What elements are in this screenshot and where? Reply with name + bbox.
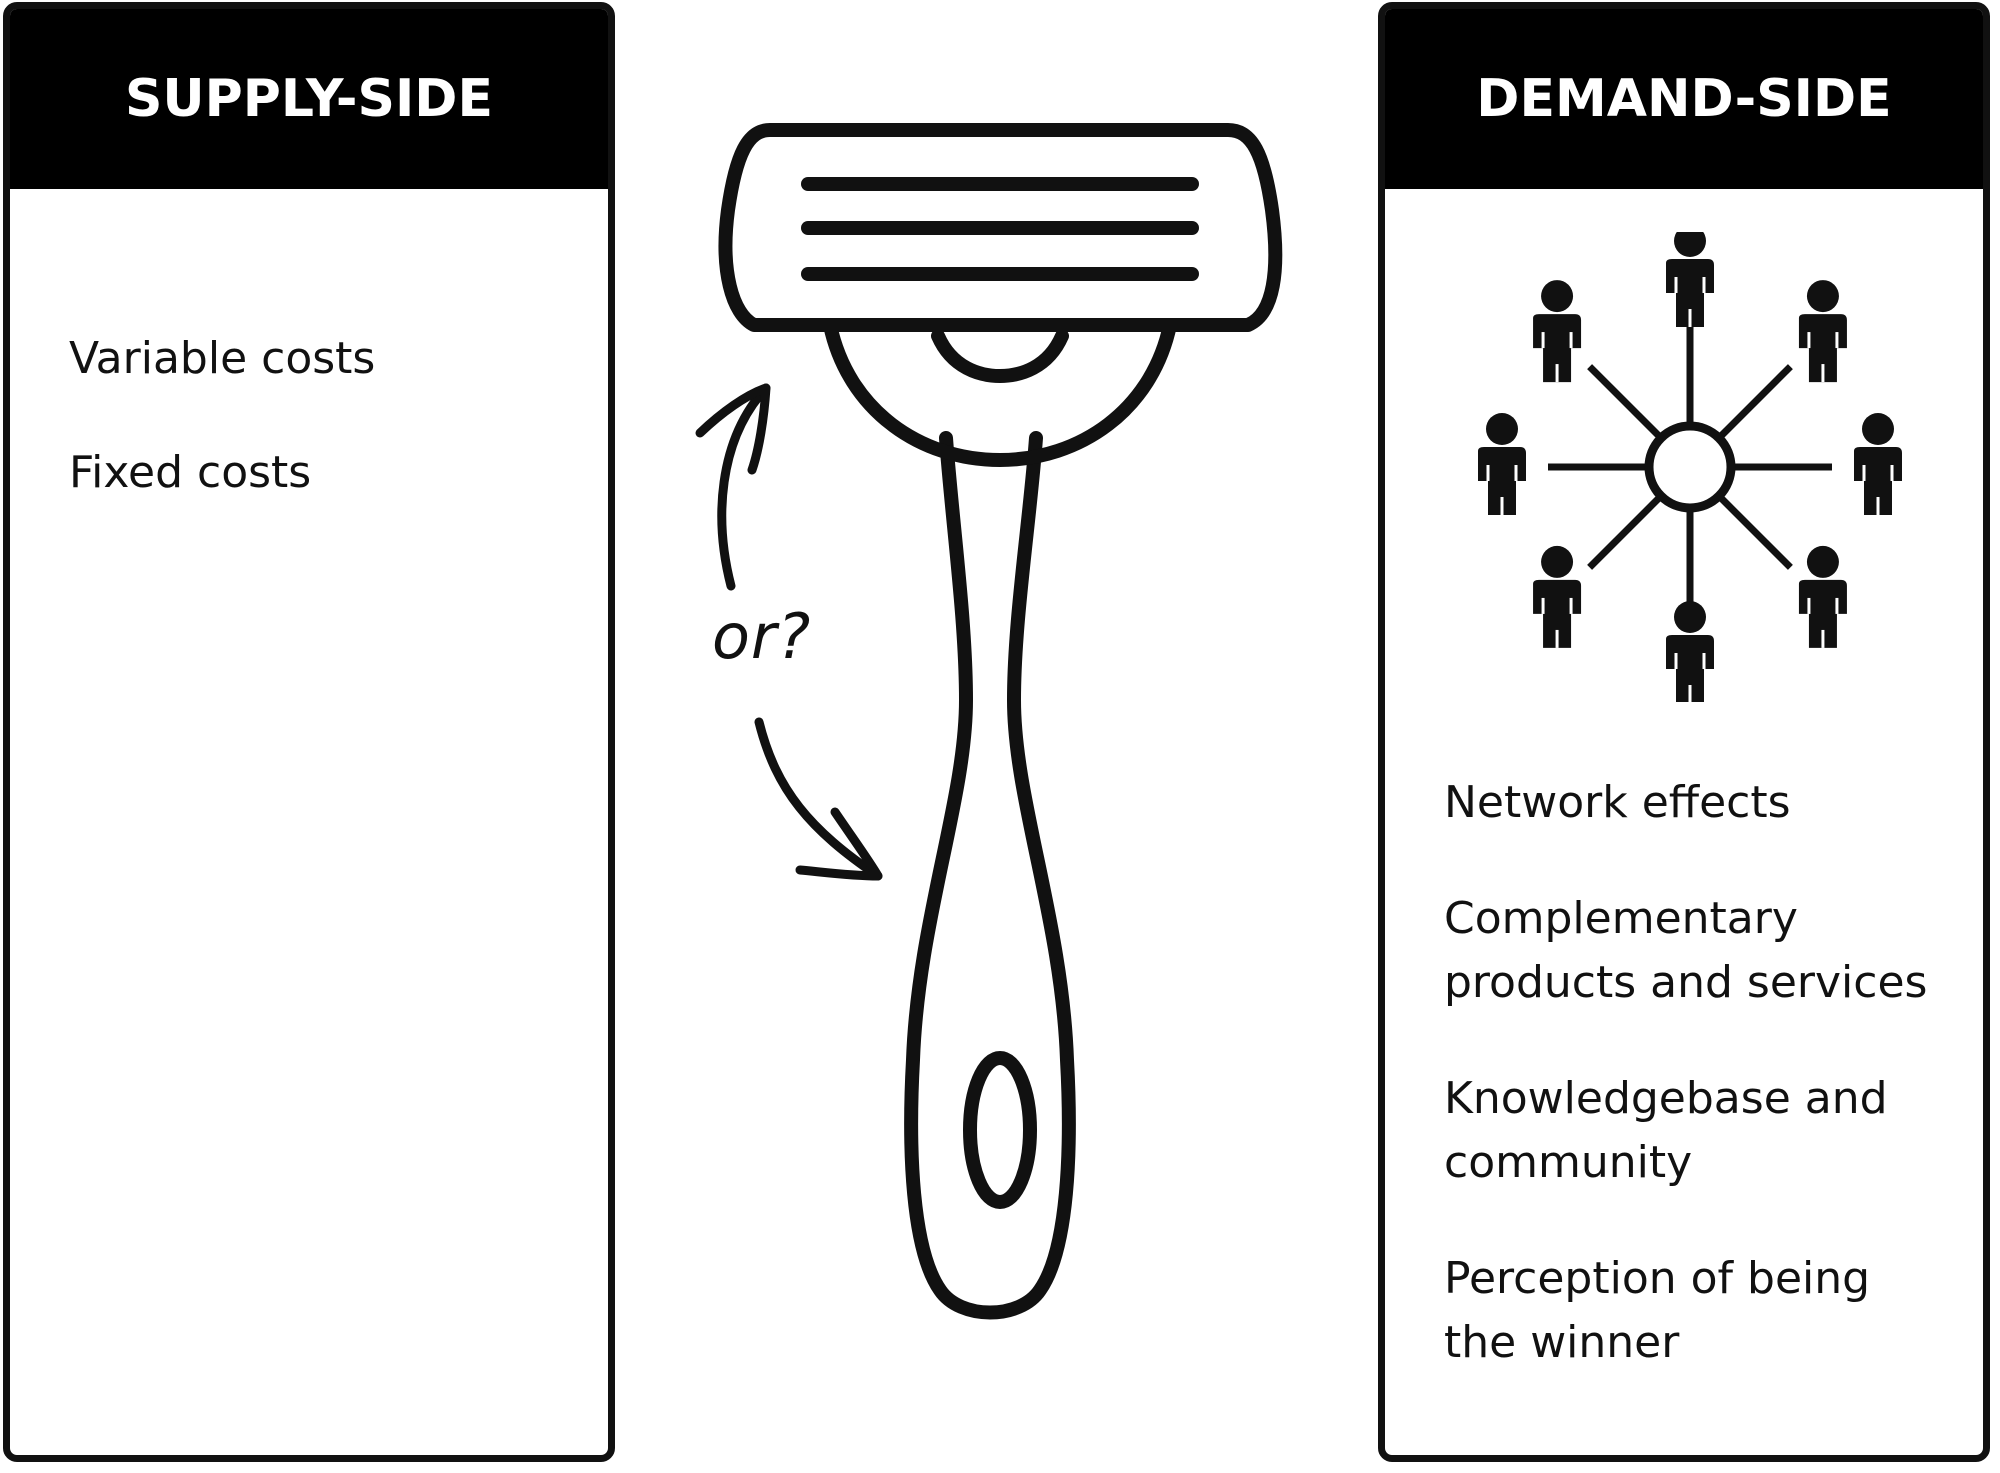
list-item-line: Knowledgebase and [1444,1073,1888,1124]
supply-side-panel: SUPPLY-SIDE Variable costs Fixed costs [3,2,615,1462]
list-item-line: Perception of being [1444,1253,1871,1304]
demand-side-list: Network effects Complementary products a… [1444,771,1963,1427]
person-icon [1854,413,1902,515]
person-icon [1798,545,1847,648]
list-item-line: products and services [1444,957,1928,1008]
or-label: or? [712,600,812,673]
person-icon [1666,601,1714,702]
razor-pivot [823,318,1177,467]
network-hub [1644,421,1736,513]
network-spokes [1548,325,1832,609]
person-icon [1533,545,1582,648]
network-people [1478,232,1902,702]
demand-item-network-effects: Network effects [1444,771,1963,835]
list-item-line: community [1444,1137,1693,1188]
curved-arrow-up-icon [695,383,771,591]
list-item-line: Fixed costs [69,447,312,498]
razor-handle [904,431,1076,1320]
person-icon [1478,413,1526,515]
network-spoke [1587,493,1664,570]
list-item-line: Variable costs [69,333,376,384]
list-item-line: Network effects [1444,777,1791,828]
razor-cartridge [718,123,1283,332]
demand-item-complementary: Complementary products and services [1444,887,1963,1015]
supply-item-fixed-costs: Fixed costs [69,441,588,505]
demand-item-knowledgebase: Knowledgebase and community [1444,1067,1963,1195]
razor-icon [695,123,1283,1320]
person-icon [1533,280,1582,383]
supply-side-list: Variable costs Fixed costs [69,327,588,555]
demand-side-panel: DEMAND-SIDE Network effects Complementar… [1378,2,1990,1462]
list-item-line: Complementary [1444,893,1798,944]
razor-grip-icon [963,1051,1037,1209]
supply-item-variable-costs: Variable costs [69,327,588,391]
network-spoke [1716,493,1793,570]
demand-item-perception: Perception of being the winner [1444,1247,1963,1375]
person-icon [1666,232,1714,327]
supply-side-title: SUPPLY-SIDE [10,9,608,189]
people-network-icon [1478,232,1902,702]
demand-side-title: DEMAND-SIDE [1385,9,1983,189]
person-icon [1798,280,1847,383]
list-item-line: the winner [1444,1317,1680,1368]
network-spoke [1587,364,1664,441]
curved-arrow-down-icon [754,717,883,881]
network-spoke [1716,364,1793,441]
